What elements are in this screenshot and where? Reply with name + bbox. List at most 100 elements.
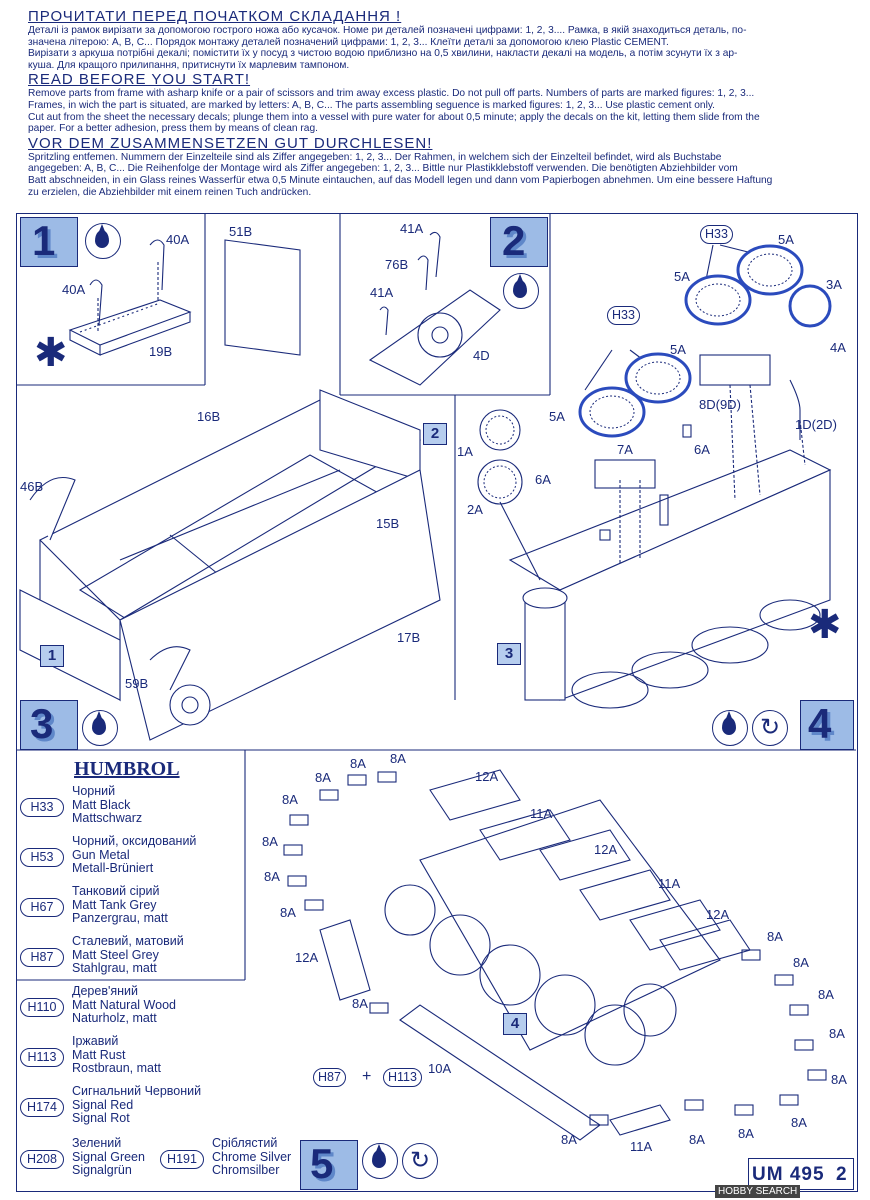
step-4-marker	[800, 700, 854, 750]
part-label: 51B	[229, 224, 253, 239]
part-label: 8A	[791, 1115, 807, 1130]
part-label: 8A	[689, 1132, 705, 1147]
part-label: 46B	[20, 479, 44, 494]
part-label: 8A	[767, 929, 783, 944]
paint-mix-b: H113	[383, 1068, 422, 1087]
paint-code-h174: H174	[20, 1098, 64, 1117]
glue-icon-step4	[712, 710, 748, 746]
rotate-icon-step5: ↻	[402, 1143, 438, 1179]
step-1-number: 1	[32, 217, 56, 264]
mini-step-2: 2	[423, 423, 447, 445]
paint-code-h53: H53	[20, 848, 64, 867]
part-label: 5A	[670, 342, 686, 357]
part-label: 5A	[778, 232, 794, 247]
part-label: 6A	[535, 472, 551, 487]
paint-name-h33: Чорний Matt Black Mattschwarz	[72, 784, 143, 825]
part-label: 40A	[166, 232, 190, 247]
ua-heading: ПРОЧИТАТИ ПЕРЕД ПОЧАТКОМ СКЛАДАННЯ !	[28, 8, 402, 25]
part-label: 12A	[295, 950, 319, 965]
part-label: 5A	[674, 269, 690, 284]
step-3-number: 3	[30, 700, 54, 747]
part-label: 19B	[149, 344, 173, 359]
paint-name-h113: Іржавий Matt Rust Rostbraun, matt	[72, 1034, 161, 1075]
paint-name-h191: Сріблястий Chrome Silver Chromsilber	[212, 1136, 292, 1177]
no-glue-icon-step4: ✱	[808, 603, 842, 647]
paint-name-h87: Сталевий, матовий Matt Steel Grey Stahlg…	[72, 934, 184, 975]
paint-callout: H33	[607, 306, 640, 325]
part-label: 17B	[397, 630, 421, 645]
part-label: 8A	[390, 751, 406, 766]
glue-icon-step2	[503, 273, 539, 309]
paint-name-h208: Зелений Signal Green Signalgrün	[72, 1136, 145, 1177]
de-paragraph: Spritzling entfemen. Nummern der Einzelt…	[28, 151, 773, 198]
glue-icon-step3	[82, 710, 118, 746]
step-2-number: 2	[502, 217, 526, 264]
step-4-number: 4	[808, 700, 832, 747]
part-label: 6A	[694, 442, 710, 457]
en-paragraph: Remove parts from frame with asharp knif…	[28, 88, 760, 135]
part-label: 8D(9D)	[699, 397, 741, 412]
part-label: 15B	[376, 516, 400, 531]
paint-name-h53: Чорний, оксидований Gun Metal Metall-Brü…	[72, 834, 197, 875]
paint-name-h67: Танковий сірий Matt Tank Grey Panzergrau…	[72, 884, 168, 925]
paint-name-h174: Сигнальний Червоний Signal Red Signal Ro…	[72, 1084, 202, 1125]
paint-code-h113: H113	[20, 1048, 64, 1067]
part-label: 4A	[830, 340, 846, 355]
paint-name-h110: Дерев'яний Matt Natural Wood Naturholz, …	[72, 984, 176, 1025]
page-code-box	[748, 1158, 854, 1190]
part-label: 4D	[473, 348, 490, 363]
part-label: 10A	[428, 1061, 452, 1076]
de-heading: VOR DEM ZUSAMMENSETZEN GUT DURCHLESEN!	[28, 134, 433, 152]
part-label: 8A	[280, 905, 296, 920]
en-heading: READ BEFORE YOU START!	[28, 71, 251, 89]
rotate-icon-step4: ↻	[752, 710, 788, 746]
paint-callout: H33	[700, 225, 733, 244]
part-label: 8A	[282, 792, 298, 807]
step-5-number: 5	[310, 1140, 334, 1187]
part-label: 11A	[630, 1139, 653, 1154]
part-label: 8A	[262, 834, 278, 849]
part-label: 41A	[370, 285, 394, 300]
step-1-marker	[20, 217, 78, 267]
part-label: 8A	[350, 756, 366, 771]
instructions-block: ПРОЧИТАТИ ПЕРЕД ПОЧАТКОМ СКЛАДАННЯ ! Дет…	[28, 8, 848, 198]
part-label: 16B	[197, 409, 221, 424]
mini-step-4: 4	[503, 1013, 527, 1035]
paint-code-h87: H87	[20, 948, 64, 967]
glue-icon-step5	[362, 1143, 398, 1179]
part-label: 3A	[826, 277, 842, 292]
kit-code: UM 495	[752, 1164, 825, 1185]
part-label: 11A	[658, 876, 681, 891]
glue-icon-step1	[85, 223, 121, 259]
part-label: 8A	[818, 987, 834, 1002]
ua-paragraph: Деталі із рамок вирізати за допомогою го…	[28, 25, 747, 71]
step-3-marker	[20, 700, 78, 750]
part-label: 8A	[831, 1072, 847, 1087]
watermark: HOBBY SEARCH	[715, 1185, 801, 1198]
assembly-frame	[16, 213, 858, 1192]
part-label: 1D(2D)	[795, 417, 837, 432]
paint-code-h67: H67	[20, 898, 64, 917]
paint-code-h110: H110	[20, 998, 64, 1017]
part-label: 12A	[594, 842, 618, 857]
part-label: 7A	[617, 442, 633, 457]
step-5-marker	[300, 1140, 358, 1190]
part-label: 8A	[352, 996, 368, 1011]
part-label: 8A	[315, 770, 331, 785]
part-label: 1A	[457, 444, 473, 459]
paint-mix-a: H87	[313, 1068, 346, 1087]
part-label: 8A	[264, 869, 280, 884]
part-label: 12A	[706, 907, 730, 922]
part-label: 5A	[549, 409, 565, 424]
paint-code-h208: H208	[20, 1150, 64, 1169]
part-label: 8A	[829, 1026, 845, 1041]
part-label: 12A	[475, 769, 499, 784]
part-label: 8A	[561, 1132, 577, 1147]
no-glue-icon-step1: ✱	[34, 331, 68, 375]
part-label: 59B	[125, 676, 149, 691]
page-number: 2	[836, 1164, 847, 1185]
paint-code-h191: H191	[160, 1150, 204, 1169]
step-2-marker	[490, 217, 548, 267]
mini-step-1: 1	[40, 645, 64, 667]
